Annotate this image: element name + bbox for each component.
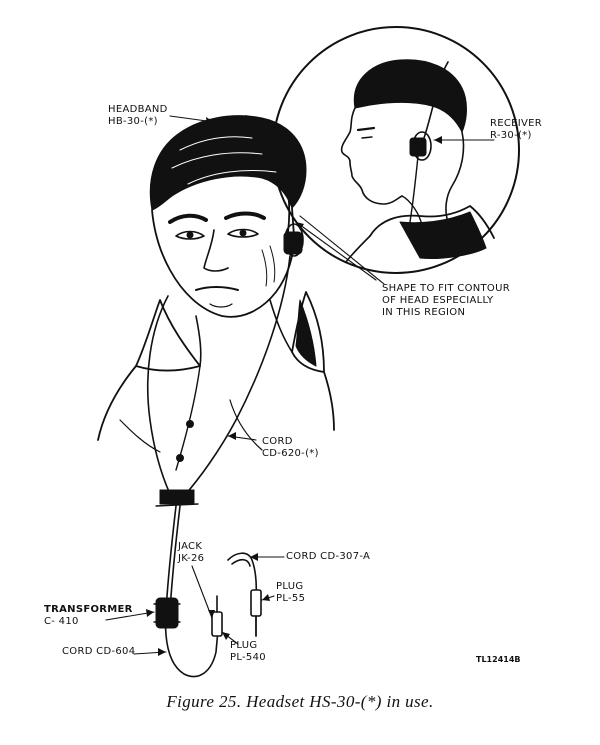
label-plug-540-code: PL-540 — [230, 652, 266, 663]
figure-caption: Figure 25. Headset HS-30-(*) in use. — [166, 692, 434, 711]
hair — [149, 115, 307, 211]
label-plug-540-title: PLUG — [230, 640, 258, 651]
headband — [245, 115, 291, 233]
label-headband-title: HEADBAND — [108, 104, 168, 115]
cord-assembly — [153, 505, 262, 678]
label-transformer: TRANSFORMER C- 410 — [44, 604, 133, 628]
button-1 — [186, 420, 194, 428]
cord-cd604 — [164, 505, 219, 678]
label-plug-540: PLUG PL-540 — [230, 640, 266, 664]
pupil-left — [186, 231, 194, 239]
label-cord-604-text: CORD CD-604 — [62, 646, 136, 657]
label-shape-note-3: IN THIS REGION — [382, 307, 466, 318]
mouth — [195, 286, 239, 291]
arrow-heads — [146, 117, 442, 656]
leader-transformer — [105, 611, 155, 621]
label-jack: JACK JK-26 — [178, 541, 204, 565]
neck — [195, 299, 293, 367]
label-cord-620-code: CD-620-(*) — [262, 448, 319, 459]
label-jack-code: JK-26 — [178, 553, 205, 564]
brow-right — [224, 211, 266, 220]
leader-shape-a — [295, 221, 377, 281]
profile-hair — [353, 59, 467, 133]
cheek-shade — [261, 245, 276, 287]
label-cord-620: CORD CD-620-(*) — [262, 436, 319, 460]
label-cord-604: CORD CD-604 — [62, 646, 135, 658]
leader-shape-b — [299, 215, 385, 285]
button-2 — [176, 454, 184, 462]
drawing-code: TL12414B — [476, 655, 521, 664]
brow-left — [168, 213, 208, 224]
nose — [203, 229, 229, 272]
cord-left — [146, 295, 171, 495]
profile-receiver — [409, 137, 427, 157]
plug-pl55 — [250, 589, 262, 617]
label-headband: HEADBAND HB-30-(*) — [108, 104, 168, 128]
cord-cd307-b — [231, 558, 251, 567]
label-transformer-code: C- 410 — [44, 616, 79, 627]
leader-jack — [191, 565, 213, 619]
label-shape-note: SHAPE TO FIT CONTOUR OF HEAD ESPECIALLY … — [382, 283, 510, 319]
pupil-right — [239, 229, 247, 237]
profile-eye — [361, 136, 373, 139]
transformer — [155, 597, 179, 629]
profile-shoulder — [345, 235, 371, 263]
profile-headband — [423, 61, 449, 139]
main-figure — [97, 115, 335, 507]
profile-face — [340, 107, 403, 205]
label-transformer-title: TRANSFORMER — [44, 604, 133, 615]
label-cord-307: CORD CD-307-A — [286, 551, 370, 563]
label-jack-title: JACK — [178, 541, 203, 552]
leader-lines — [105, 115, 495, 655]
plug-pl540 — [211, 611, 223, 637]
label-plug-55-code: PL-55 — [276, 593, 306, 604]
chin — [209, 303, 233, 308]
profile-brow — [356, 126, 376, 132]
cord-right — [183, 255, 291, 497]
clip-detail — [155, 503, 199, 507]
label-receiver-title: RECEIVER — [490, 118, 543, 129]
profile-collar — [369, 205, 495, 239]
profile-shirt-fill — [399, 211, 487, 259]
collar-shadow — [295, 299, 317, 367]
label-cord-620-title: CORD — [262, 436, 293, 447]
label-shape-note-1: SHAPE TO FIT CONTOUR — [382, 283, 510, 294]
profile-cord — [409, 155, 419, 223]
transformer-ring — [153, 603, 181, 623]
hair-strands — [171, 136, 277, 185]
collar-left — [135, 299, 201, 372]
shirt-left — [97, 365, 137, 441]
label-plug-55-title: PLUG — [276, 581, 304, 592]
receiver — [283, 231, 303, 255]
label-shape-note-2: OF HEAD ESPECIALLY — [382, 295, 494, 306]
label-receiver-code: R-30-(*) — [490, 130, 532, 141]
shirt-right — [323, 371, 335, 431]
eye-right — [227, 228, 259, 238]
face-outline — [151, 207, 295, 318]
label-plug-55: PLUG PL-55 — [276, 581, 305, 605]
profile-neck — [445, 131, 465, 223]
cord-clip — [159, 489, 195, 505]
label-cord-307-text: CORD CD-307-A — [286, 551, 371, 562]
label-headband-code: HB-30-(*) — [108, 116, 158, 127]
profile-inset — [272, 26, 520, 274]
label-receiver: RECEIVER R-30-(*) — [490, 118, 542, 142]
eye-left — [175, 230, 205, 240]
